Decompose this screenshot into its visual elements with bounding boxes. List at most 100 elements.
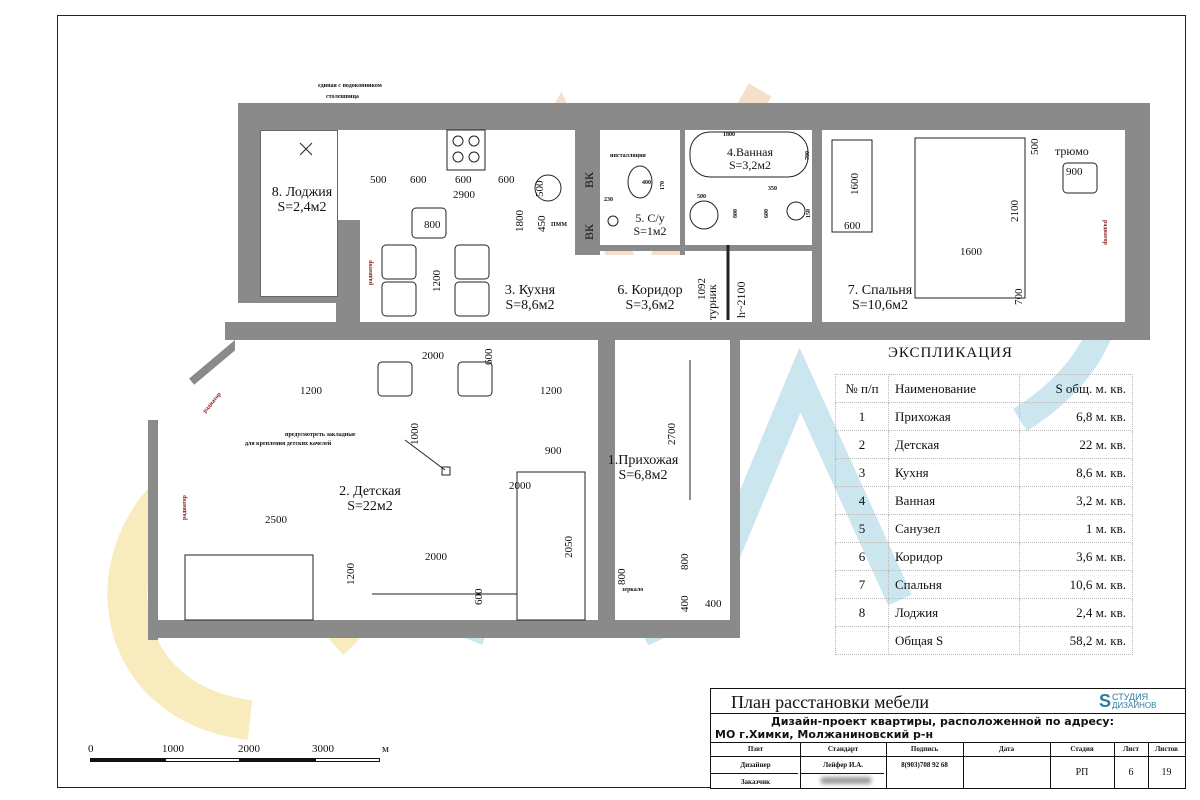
sheet-title: План расстановки мебели bbox=[731, 692, 930, 712]
dimension: 800 bbox=[679, 553, 691, 571]
dimension: 1800 bbox=[514, 210, 526, 232]
cell-name: Детская bbox=[888, 430, 1020, 459]
cell-number: 7 bbox=[835, 570, 889, 599]
dimension: 600 bbox=[483, 348, 495, 366]
logo-s-icon: S bbox=[1099, 691, 1112, 711]
room-kids-lower bbox=[158, 430, 598, 620]
cell-number: 6 bbox=[835, 542, 889, 571]
cell-area: 8,6 м. кв. bbox=[1019, 458, 1133, 487]
cell-area: 58,2 м. кв. bbox=[1019, 626, 1133, 655]
countertop-note-1: единая с подоконником bbox=[318, 83, 382, 89]
dimension: 2050 bbox=[563, 536, 575, 558]
dimension: 2700 bbox=[666, 423, 678, 445]
cell-number: 2 bbox=[835, 430, 889, 459]
dimension: 500 bbox=[534, 180, 546, 198]
scale-bar-segment bbox=[90, 758, 165, 762]
cell-name: Кухня bbox=[888, 458, 1020, 487]
explication-title: ЭКСПЛИКАЦИЯ bbox=[888, 345, 1013, 361]
dimension: 170 bbox=[660, 181, 666, 190]
cell-name: Прихожая bbox=[888, 402, 1020, 431]
height-label: h~2100 bbox=[734, 281, 748, 319]
dimension: 2000 bbox=[509, 480, 531, 492]
dimension: 600 bbox=[473, 588, 485, 606]
dimension: 800 bbox=[616, 568, 628, 586]
header-cell: № п/п bbox=[835, 374, 889, 403]
dimension: 400 bbox=[642, 180, 651, 186]
cell-name: Спальня bbox=[888, 570, 1020, 599]
cell-name: Санузел bbox=[888, 514, 1020, 543]
scale-label: м bbox=[382, 743, 389, 755]
dimension: 1200 bbox=[345, 563, 357, 585]
dimension: 1200 bbox=[300, 385, 322, 397]
cell-name: Ванная bbox=[888, 486, 1020, 515]
room-corridor bbox=[575, 255, 812, 322]
logo-text-2: ДИЗАЙНОВ bbox=[1112, 701, 1157, 710]
dimension: 400 bbox=[705, 598, 722, 610]
designer-phone: 8(903)708 92 68 bbox=[901, 761, 948, 769]
wall-middle bbox=[225, 322, 1150, 340]
dimension: 2900 bbox=[453, 189, 475, 201]
radiator-label: радиатор bbox=[368, 260, 374, 285]
dimension: 900 bbox=[1066, 166, 1083, 178]
dimension: 350 bbox=[768, 186, 777, 192]
cell-area: 10,6 м. кв. bbox=[1019, 570, 1133, 599]
wall-loggia-bottom bbox=[238, 295, 360, 303]
dimension: 800 bbox=[733, 209, 739, 218]
cell-area: 1 м. кв. bbox=[1019, 514, 1133, 543]
dimension: 150 bbox=[806, 209, 812, 218]
scale-label: 0 bbox=[88, 743, 94, 755]
dimension: 2100 bbox=[1009, 200, 1021, 222]
dimension: 1600 bbox=[849, 173, 861, 195]
dimension: 500 bbox=[1029, 138, 1041, 156]
header-cell: Подпись bbox=[910, 745, 939, 753]
dimension: 1200 bbox=[540, 385, 562, 397]
sheets-value: 19 bbox=[1161, 767, 1172, 778]
scale-bar-segment bbox=[240, 758, 315, 762]
wall-ducts bbox=[575, 130, 600, 255]
wall-top bbox=[238, 103, 1150, 130]
dimension: 600 bbox=[498, 174, 515, 186]
cell-name: Общая S bbox=[888, 626, 1020, 655]
cell-number: 3 bbox=[835, 458, 889, 487]
room-kids-upper bbox=[235, 340, 598, 435]
dimension: 1800 bbox=[723, 132, 735, 138]
title-block: План расстановки мебели S СТУДИЯ ДИЗАЙНО… bbox=[710, 688, 1186, 789]
dimension: 2500 bbox=[265, 514, 287, 526]
cell-area: 2,4 м. кв. bbox=[1019, 598, 1133, 627]
dimension: 700 bbox=[1013, 288, 1025, 306]
room-hall bbox=[615, 340, 730, 620]
wall-kitchen-left bbox=[336, 220, 360, 340]
dimension: 450 bbox=[536, 215, 548, 233]
dimension: 500 bbox=[370, 174, 387, 186]
cell-number: 5 bbox=[835, 514, 889, 543]
cell-name: Лоджия bbox=[888, 598, 1020, 627]
cell-name: Коридор bbox=[888, 542, 1020, 571]
dimension: 700 bbox=[805, 151, 811, 160]
dimension: 1092 bbox=[696, 278, 708, 300]
header-cell: Листов bbox=[1155, 745, 1178, 753]
dimension: 800 bbox=[424, 219, 441, 231]
cell-number: 4 bbox=[835, 486, 889, 515]
wall-kids-hall bbox=[598, 340, 615, 620]
dimension: 1600 bbox=[960, 246, 982, 258]
header-cell: Пзвт bbox=[747, 745, 764, 753]
swing-note-1: предусмотреть закладные bbox=[285, 432, 356, 438]
wall-loggia-left bbox=[238, 128, 260, 300]
header-cell: S общ. м. кв. bbox=[1019, 374, 1133, 403]
wall-right bbox=[1125, 103, 1150, 340]
dimension: 1000 bbox=[409, 423, 421, 445]
header-cell: Дата bbox=[998, 745, 1015, 753]
radiator-label: радиатор bbox=[1102, 220, 1108, 245]
dimension: 600 bbox=[764, 209, 770, 218]
